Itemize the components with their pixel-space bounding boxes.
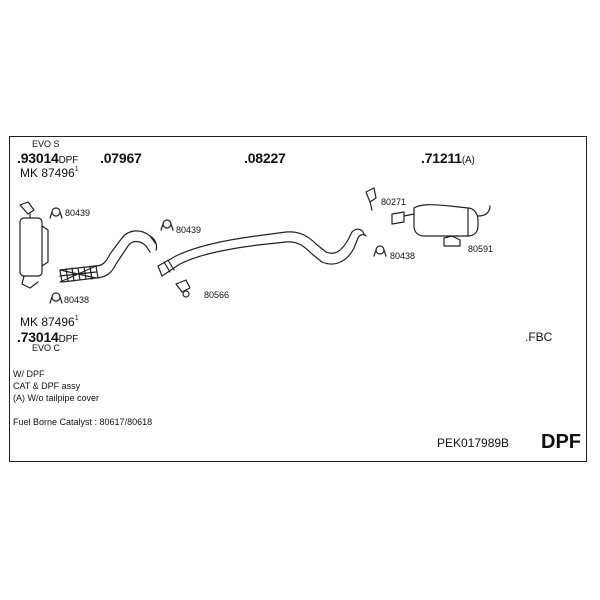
part-fbc: .FBC — [525, 330, 553, 344]
part-93014: .93014DPF — [17, 151, 78, 166]
small-part-80439a: 80439 — [65, 208, 91, 218]
clamp-80439a — [49, 207, 63, 219]
part-73014-code: .73014 — [17, 329, 59, 345]
part-07967: .07967 — [100, 150, 142, 166]
hanger-80591 — [443, 235, 461, 247]
part-71211-code: .71211 — [421, 150, 462, 166]
rear-silencer-71211 — [391, 204, 491, 237]
part-93014-code: .93014 — [17, 150, 59, 166]
part-71211: .71211(A) — [421, 151, 475, 166]
part-71211-mark: (A) — [461, 155, 475, 166]
dpf-catalyst-unit — [19, 201, 49, 289]
note-w-dpf: W/ DPF — [13, 369, 45, 379]
small-part-80438b: 80438 — [390, 251, 416, 261]
part-93014-dpf: DPF — [58, 155, 79, 166]
centre-pipe-08227 — [157, 228, 367, 277]
part-08227: .08227 — [244, 150, 286, 166]
note-fuel-borne-catalyst: Fuel Borne Catalyst : 80617/80618 — [13, 417, 153, 427]
small-part-80439b: 80439 — [176, 225, 202, 235]
note-cat-dpf-assy: CAT & DPF assy — [13, 381, 81, 391]
clamp-80438b — [373, 245, 387, 257]
mount-80566 — [175, 279, 191, 298]
diagram-frame — [9, 136, 587, 462]
part-73014: .73014DPF — [17, 330, 78, 345]
mk-top: MK 874961 — [20, 166, 79, 180]
note-tailpipe-cover: (A) W/o tailpipe cover — [13, 393, 100, 403]
small-part-80438a: 80438 — [64, 295, 90, 305]
mk-bottom-text: MK 87496 — [20, 315, 75, 329]
small-part-80566: 80566 — [204, 290, 230, 300]
mk-top-text: MK 87496 — [20, 166, 75, 180]
clamp-80439b — [160, 219, 174, 231]
mk-bottom: MK 874961 — [20, 315, 79, 329]
small-part-80591: 80591 — [468, 244, 494, 254]
part-73014-dpf: DPF — [58, 334, 79, 345]
small-part-80271: 80271 — [381, 197, 407, 207]
evo-c-label: EVO C — [32, 343, 61, 353]
mk-top-dagger: 1 — [74, 166, 79, 173]
dpf-badge: DPF — [541, 431, 581, 453]
kit-code: PEK017989B — [437, 436, 510, 450]
evo-s-label: EVO S — [32, 139, 60, 149]
front-pipe-07967 — [59, 230, 158, 283]
mk-bottom-dagger: 1 — [74, 315, 79, 322]
hanger-80271 — [365, 187, 377, 211]
clamp-80438a — [49, 292, 63, 304]
